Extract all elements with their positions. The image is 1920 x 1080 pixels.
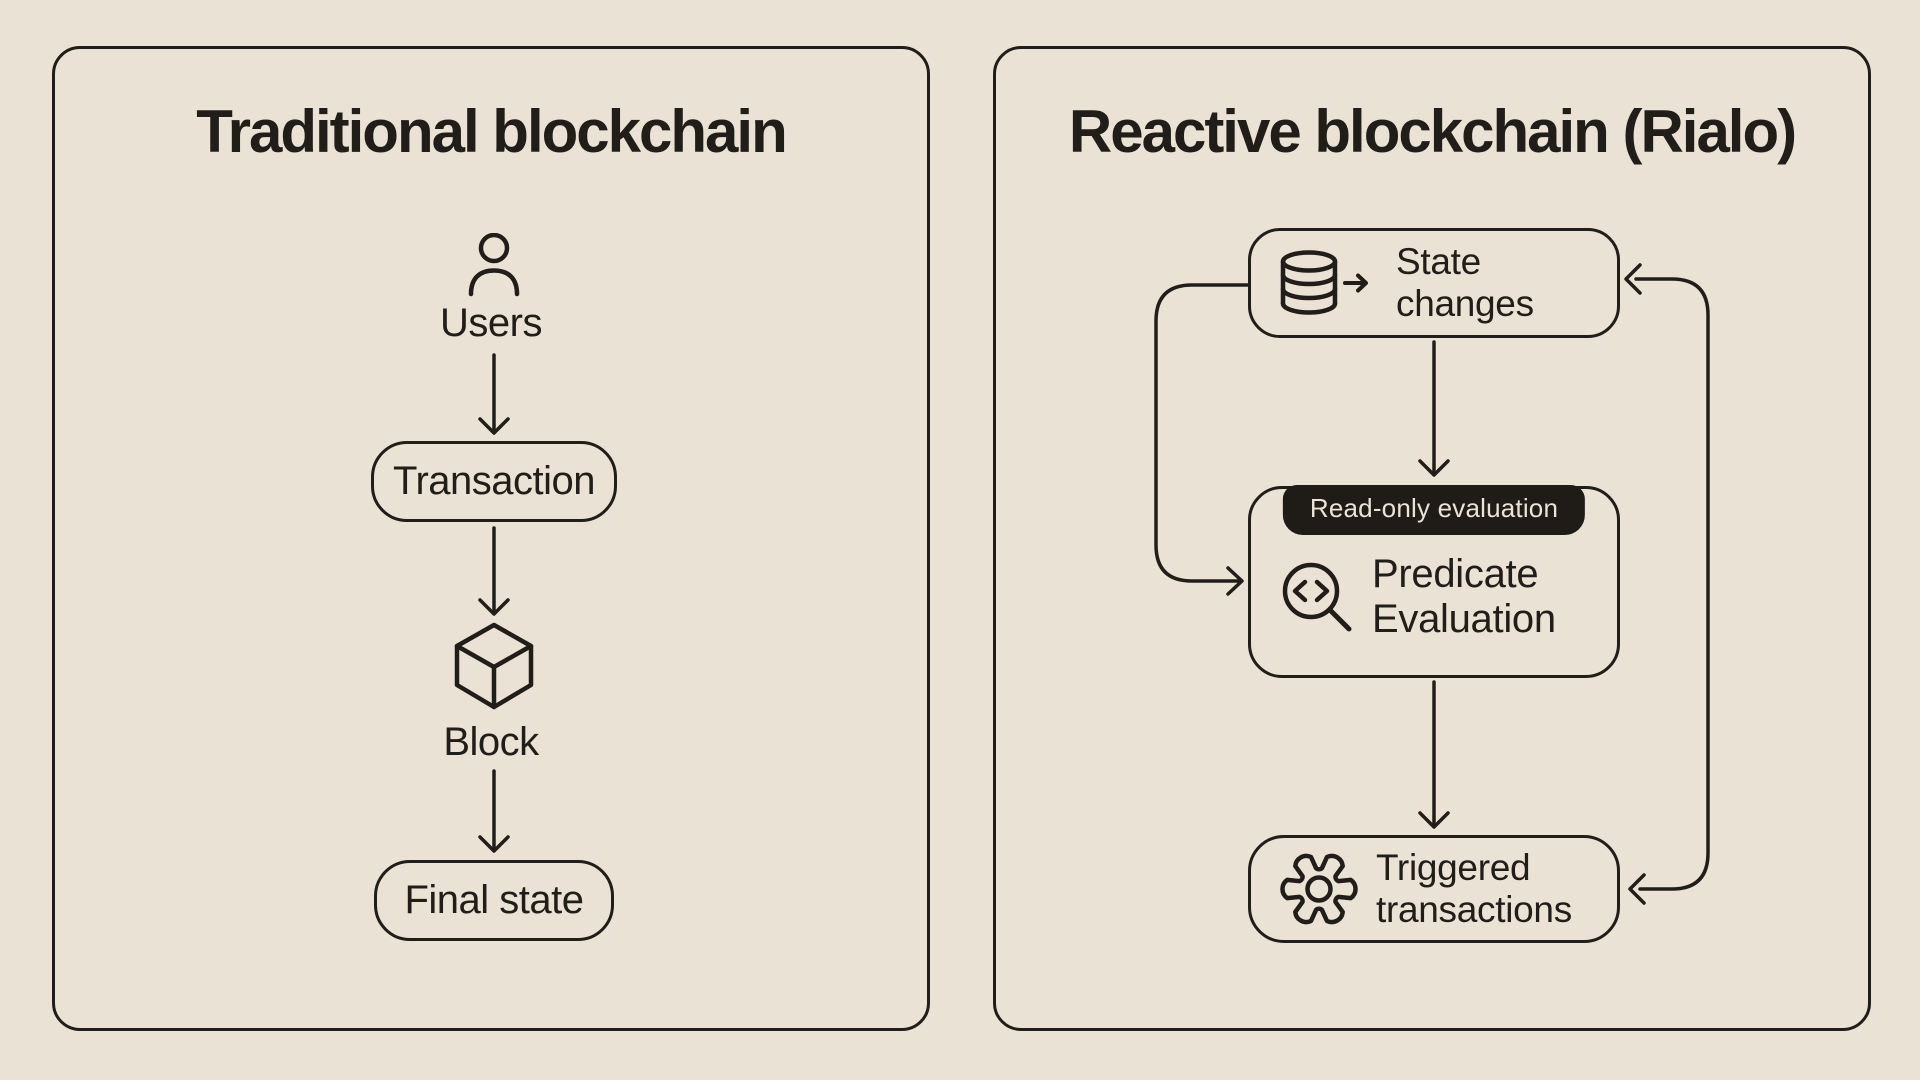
code-search-icon xyxy=(1282,562,1352,632)
block-label: Block xyxy=(443,720,539,764)
final-state-box: Final state xyxy=(374,860,614,941)
arrowhead xyxy=(478,598,510,616)
triggered-transactions-box: Triggered transactions xyxy=(1248,835,1620,943)
traditional-blockchain-panel: Traditional blockchain Users Transaction… xyxy=(52,46,930,1031)
arrowhead xyxy=(1418,459,1450,477)
page-title: Traditional blockchain xyxy=(196,98,787,165)
reactive-blockchain-panel: Reactive blockchain (Rialo) State chan xyxy=(993,46,1871,1031)
user-icon xyxy=(468,232,520,297)
predicate-evaluation-label: Predicate Evaluation xyxy=(1372,551,1556,641)
transaction-label: Transaction xyxy=(393,459,596,503)
arrowhead xyxy=(478,417,510,435)
users-label: Users xyxy=(440,301,542,345)
loop-triggered-to-state xyxy=(1634,277,1710,891)
triggered-transactions-label: Triggered transactions xyxy=(1376,847,1572,930)
block-node xyxy=(452,620,536,717)
cube-icon xyxy=(454,622,534,710)
state-changes-box: State changes xyxy=(1248,228,1620,338)
page-title: Reactive blockchain (Rialo) xyxy=(1068,98,1797,165)
read-only-evaluation-badge: Read-only evaluation xyxy=(1282,485,1586,535)
arrowhead xyxy=(1624,263,1642,295)
arrowhead xyxy=(478,835,510,853)
transaction-box: Transaction xyxy=(371,441,617,522)
arrowhead xyxy=(1226,566,1244,596)
final-state-label: Final state xyxy=(404,878,584,922)
state-changes-label: State changes xyxy=(1396,241,1534,324)
gear-icon xyxy=(1280,853,1358,925)
loop-state-to-predicate xyxy=(1154,283,1250,583)
arrowhead xyxy=(1628,873,1646,905)
arrowhead xyxy=(1418,811,1450,829)
users-node xyxy=(464,232,524,302)
database-icon xyxy=(1280,250,1368,315)
predicate-evaluation-box: Read-only evaluation Predicate Evaluatio… xyxy=(1248,485,1620,678)
